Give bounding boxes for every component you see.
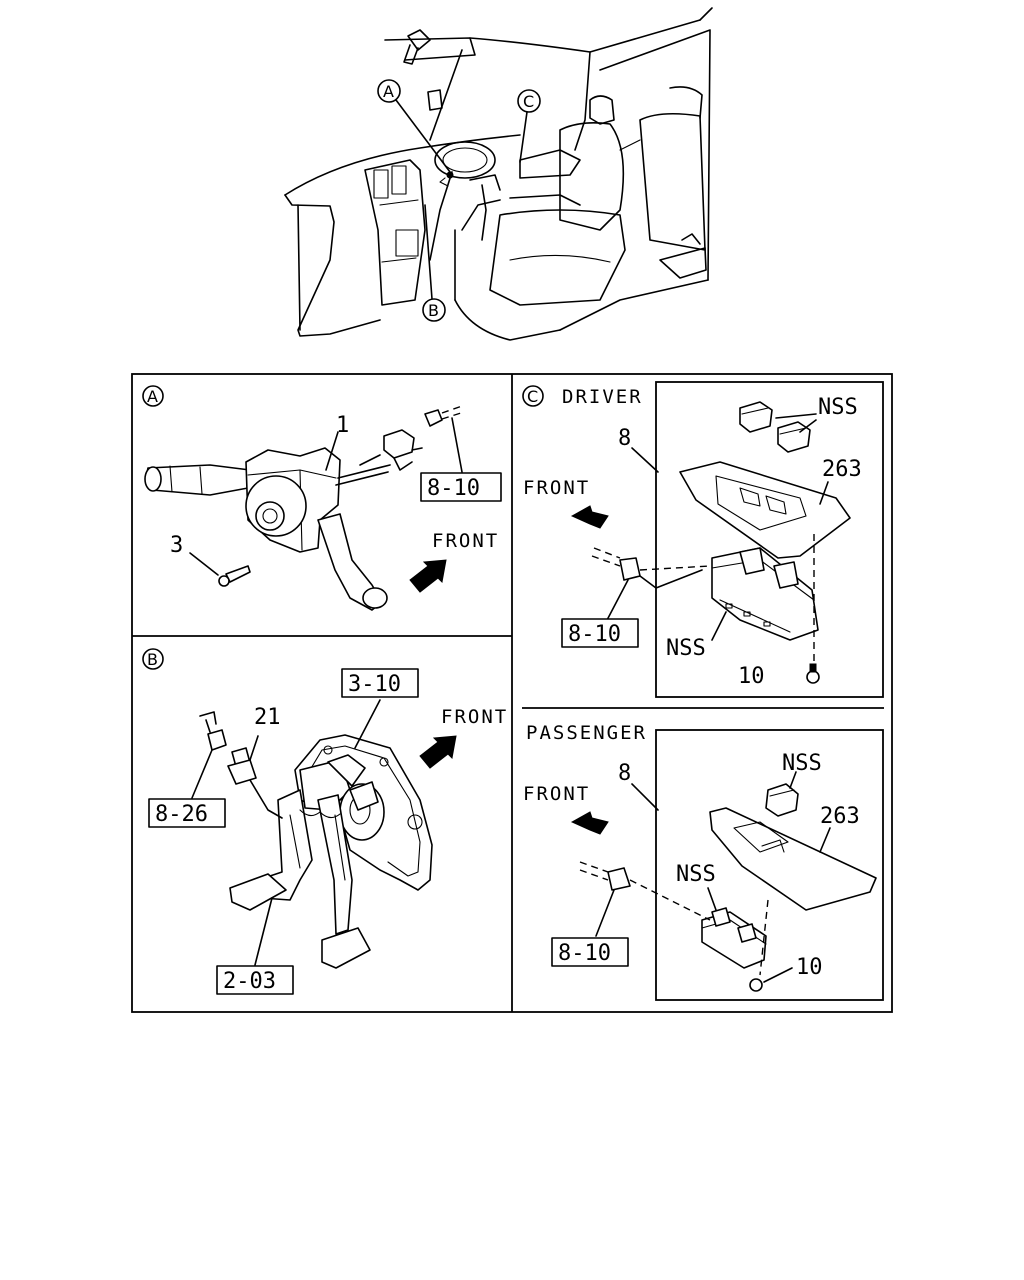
front-label-b: FRONT xyxy=(441,706,508,728)
driver-nss-bottom-label: NSS xyxy=(666,636,706,661)
front-label-driver: FRONT xyxy=(523,477,590,499)
ref-box-8-10-a xyxy=(420,472,502,502)
driver-ref-box-8-10 xyxy=(561,618,639,648)
part-3-label: 3 xyxy=(170,533,183,558)
callout-a-circle xyxy=(377,79,401,103)
callout-c-circle xyxy=(517,89,541,113)
passenger-heading: PASSENGER xyxy=(526,722,647,744)
cab-overview-illustration: A C B xyxy=(284,7,713,341)
panel-c-marker: C xyxy=(527,387,538,406)
callout-c-label: C xyxy=(523,92,534,111)
passenger-part-10-label: 10 xyxy=(796,955,823,980)
front-arrow-b-icon xyxy=(419,735,457,769)
driver-part-8-label: 8 xyxy=(618,426,631,451)
ref-box-2-03-label: 2-03 xyxy=(223,969,276,994)
panel-a-marker: A xyxy=(147,387,158,406)
passenger-switch-illustration xyxy=(579,771,877,992)
ref-box-3-10 xyxy=(341,668,419,698)
callout-b-label: B xyxy=(428,301,439,320)
panel-b: B xyxy=(142,648,508,995)
passenger-ref-box-8-10-label: 8-10 xyxy=(558,941,611,966)
driver-part-10-label: 10 xyxy=(738,664,765,689)
driver-heading: DRIVER xyxy=(562,386,643,408)
driver-ref-box-8-10-label: 8-10 xyxy=(568,622,621,647)
front-arrow-a-icon xyxy=(409,559,447,593)
panel-b-marker: B xyxy=(147,650,158,669)
part-21-label: 21 xyxy=(254,705,281,730)
callout-b-circle xyxy=(422,298,446,322)
front-label-passenger: FRONT xyxy=(523,783,590,805)
passenger-ref-box-8-10 xyxy=(551,937,629,967)
front-arrow-passenger-icon xyxy=(570,811,609,835)
combination-switch-illustration xyxy=(144,405,465,611)
ref-box-8-26-label: 8-26 xyxy=(155,802,208,827)
part-1-label: 1 xyxy=(336,413,349,438)
front-label-a: FRONT xyxy=(432,530,499,552)
ref-box-8-26 xyxy=(148,798,226,828)
detail-panel-frames xyxy=(131,373,893,1013)
driver-switch-illustration xyxy=(591,401,851,684)
pedal-assembly-illustration xyxy=(191,699,433,969)
ref-box-8-10-a-label: 8-10 xyxy=(427,476,480,501)
callout-a-label: A xyxy=(383,82,394,101)
ref-box-2-03 xyxy=(216,965,294,995)
front-arrow-driver-icon xyxy=(570,505,609,529)
passenger-nss-mid-label: NSS xyxy=(676,862,716,887)
driver-part-263-label: 263 xyxy=(822,457,862,482)
passenger-nss-top-label: NSS xyxy=(782,751,822,776)
panel-c: C DRIVER FRONT 8 xyxy=(522,385,877,992)
panel-a: A xyxy=(142,385,502,611)
ref-box-3-10-label: 3-10 xyxy=(348,672,401,697)
driver-nss-top-label: NSS xyxy=(818,395,858,420)
passenger-part-8-label: 8 xyxy=(618,761,631,786)
passenger-part-263-label: 263 xyxy=(820,804,860,829)
